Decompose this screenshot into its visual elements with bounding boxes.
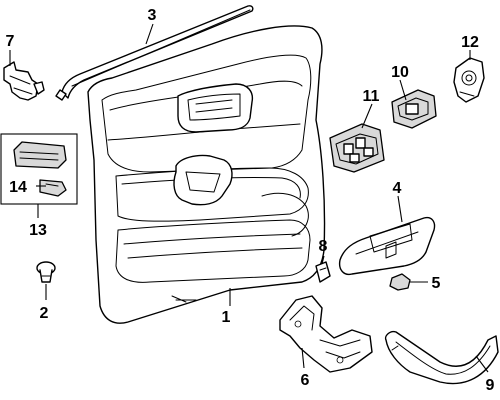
clip [389, 273, 411, 291]
door-trim-panel [87, 25, 326, 324]
callout-8: 8 [319, 238, 328, 255]
callout-4: 4 [393, 180, 402, 197]
callout-1: 1 [222, 309, 231, 326]
belt-weatherstrip [55, 5, 254, 101]
lower-trim-molding [384, 330, 499, 385]
callout-labels: 1 2 3 4 5 6 7 8 9 10 11 12 13 14 [6, 7, 495, 394]
callout-2: 2 [40, 305, 49, 322]
leader-lines [9, 23, 489, 373]
armrest-bracket [279, 295, 373, 373]
switch-bezel [338, 216, 436, 276]
window-switch-single [391, 89, 437, 129]
window-switch-master [329, 123, 385, 173]
callout-7: 7 [6, 33, 15, 50]
callout-14: 14 [9, 179, 27, 196]
callout-5: 5 [432, 275, 441, 292]
callout-11: 11 [363, 88, 380, 105]
callout-3: 3 [148, 7, 157, 24]
callout-12: 12 [461, 34, 479, 51]
trim-bracket [3, 61, 45, 101]
callout-13: 13 [29, 222, 47, 239]
mirror-switch [453, 57, 485, 103]
callout-6: 6 [301, 372, 310, 389]
callout-10: 10 [391, 64, 409, 81]
switch-assembly-box [0, 133, 78, 205]
retainer-clip [315, 261, 331, 283]
push-clip [36, 261, 56, 283]
callout-9: 9 [486, 377, 495, 394]
